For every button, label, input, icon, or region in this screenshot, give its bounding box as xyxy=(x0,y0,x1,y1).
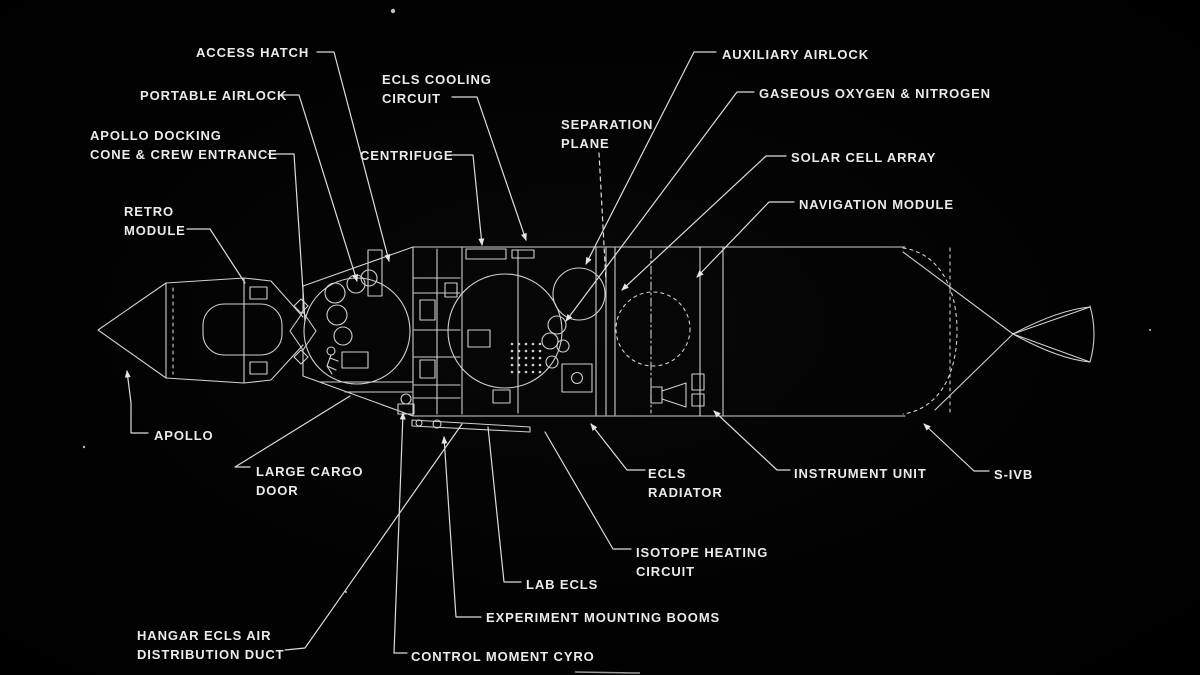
leader-line-portable-airlock xyxy=(280,94,358,282)
label-apollo: APOLLO xyxy=(154,428,214,443)
film-speck xyxy=(390,8,396,14)
callout-navigation-module: NAVIGATION MODULE xyxy=(696,197,954,278)
callout-s-ivb: S-IVB xyxy=(923,423,1033,482)
leader-line-hangar-ecls-duct xyxy=(284,423,463,651)
callout-apollo: APOLLO xyxy=(124,370,214,443)
station-hull xyxy=(302,246,906,417)
leader-line-separation-plane xyxy=(598,152,607,283)
callout-layer: ACCESS HATCH PORTABLE AIRLOCK APOLLO DOCKI… xyxy=(90,45,1033,664)
docking-cone xyxy=(289,285,317,377)
film-scratch xyxy=(574,671,641,674)
isotope-unit xyxy=(561,363,593,393)
auxiliary-airlock-sphere xyxy=(552,267,606,321)
callout-instrument-unit: INSTRUMENT UNIT xyxy=(713,410,927,481)
leader-line-retro-module xyxy=(186,228,246,284)
leader-line-lab-ecls xyxy=(487,426,522,583)
centrifuge-drum xyxy=(447,273,563,389)
label-s-ivb: S-IVB xyxy=(994,467,1033,482)
astronaut-figure xyxy=(326,346,339,375)
lab-section xyxy=(413,247,616,416)
label-instrument-unit: INSTRUMENT UNIT xyxy=(794,466,927,481)
small-engine-nozzle xyxy=(650,382,687,408)
callout-lab-ecls: LAB ECLS xyxy=(487,426,598,592)
leader-line-ecls-radiator xyxy=(590,423,646,471)
leader-line-gaseous-oxygen-nitrogen xyxy=(565,91,755,322)
sivb-stage xyxy=(902,247,958,417)
spacecraft-drawing xyxy=(82,8,1151,674)
leader-line-ecls-cooling-circuit xyxy=(451,96,527,241)
leader-line-apollo-docking-cone xyxy=(267,153,306,322)
label-navigation-module: NAVIGATION MODULE xyxy=(799,197,954,212)
callout-solar-cell-array: SOLAR CELL ARRAY xyxy=(621,150,936,291)
gas-storage-tanks xyxy=(541,315,570,369)
label-experiment-mounting-booms: EXPERIMENT MOUNTING BOOMS xyxy=(486,610,720,625)
leader-line-large-cargo-door xyxy=(234,395,351,468)
film-speck xyxy=(1149,329,1151,331)
label-portable-airlock: PORTABLE AIRLOCK xyxy=(140,88,287,103)
leader-line-solar-cell-array xyxy=(621,155,787,291)
leader-line-auxiliary-airlock xyxy=(585,51,717,265)
leader-line-apollo xyxy=(124,370,149,434)
callout-gaseous-oxygen-nitrogen: GASEOUS OXYGEN & NITROGEN xyxy=(565,86,991,322)
leader-line-navigation-module xyxy=(696,201,795,278)
label-gaseous-oxygen-nitrogen: GASEOUS OXYGEN & NITROGEN xyxy=(759,86,991,101)
label-centrifuge: CENTRIFUGE xyxy=(360,148,454,163)
experiment-booms xyxy=(411,419,531,433)
leader-line-control-moment-cyro xyxy=(393,412,408,654)
leader-line-centrifuge xyxy=(449,154,485,246)
callout-access-hatch: ACCESS HATCH xyxy=(196,45,391,262)
label-control-moment-cyro: CONTROL MOMENT CYRO xyxy=(411,649,595,664)
cmg-unit xyxy=(397,393,415,415)
label-auxiliary-airlock: AUXILIARY AIRLOCK xyxy=(722,47,869,62)
apollo-capsule xyxy=(97,277,304,384)
propellant-sphere xyxy=(615,291,691,367)
leader-line-experiment-mounting-booms xyxy=(441,436,482,618)
engine-nozzle xyxy=(902,251,1095,411)
callout-experiment-mounting-booms: EXPERIMENT MOUNTING BOOMS xyxy=(441,436,720,625)
film-speck xyxy=(82,445,86,449)
leader-line-isotope-heating-circuit xyxy=(544,431,632,550)
hangar-section xyxy=(303,249,413,393)
leader-line-instrument-unit xyxy=(713,410,791,471)
leader-line-access-hatch xyxy=(316,51,391,262)
equipment-grid xyxy=(510,342,542,374)
label-access-hatch: ACCESS HATCH xyxy=(196,45,309,60)
navigation-module-section xyxy=(615,246,701,417)
label-solar-cell-array: SOLAR CELL ARRAY xyxy=(791,150,936,165)
leader-line-s-ivb xyxy=(923,423,990,472)
film-speck xyxy=(345,591,347,593)
callout-control-moment-cyro: CONTROL MOMENT CYRO xyxy=(393,412,595,664)
instrument-unit-band xyxy=(691,246,724,417)
film-artifacts xyxy=(82,8,1151,674)
callout-portable-airlock: PORTABLE AIRLOCK xyxy=(140,88,358,282)
label-lab-ecls: LAB ECLS xyxy=(526,577,598,592)
callout-auxiliary-airlock: AUXILIARY AIRLOCK xyxy=(585,47,869,265)
callout-centrifuge: CENTRIFUGE xyxy=(360,148,485,246)
